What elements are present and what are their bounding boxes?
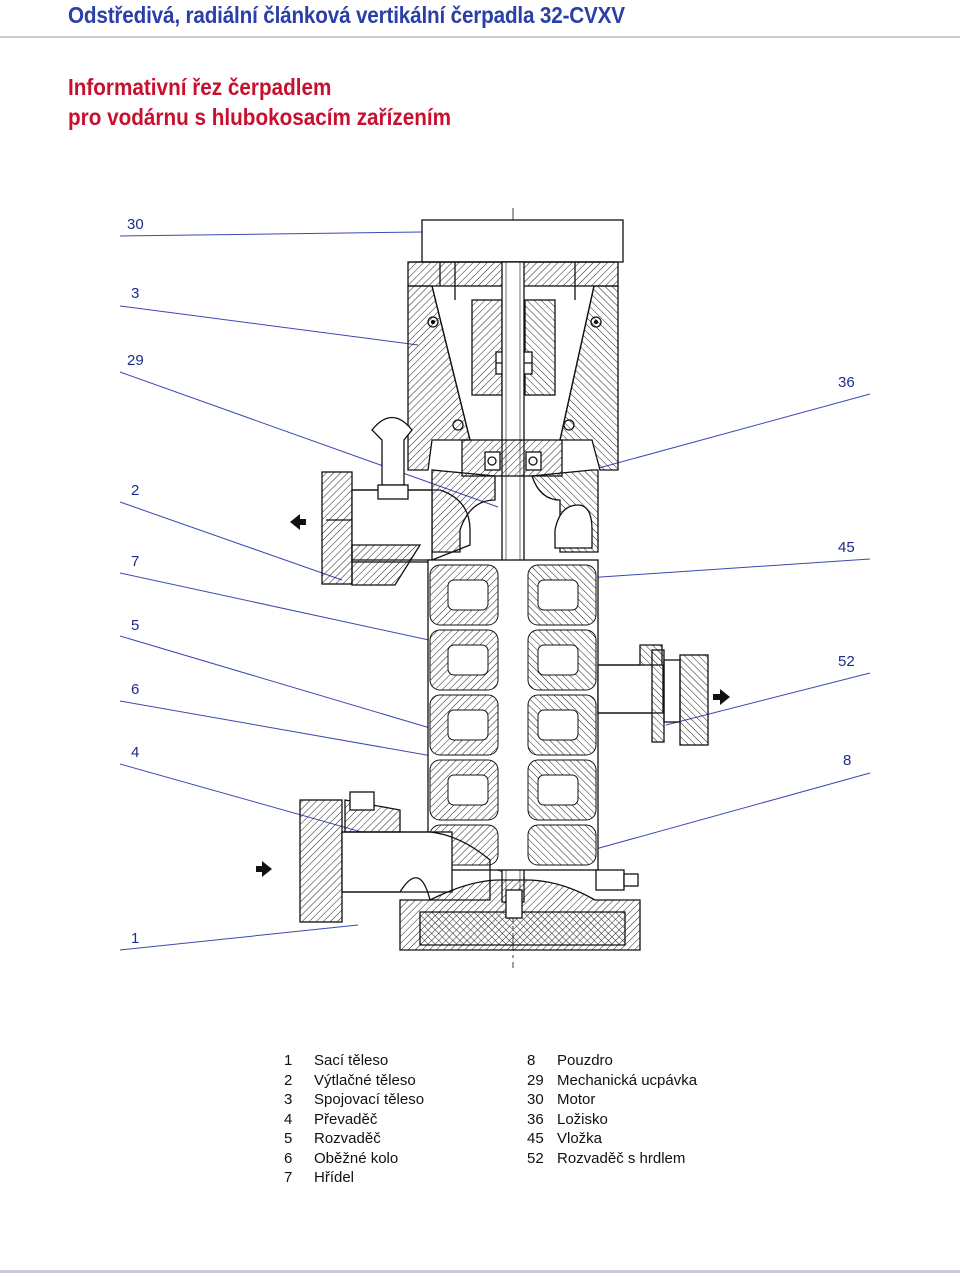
legend-number: 36 [527,1110,544,1128]
title-divider [0,36,960,38]
legend-column-2: 8 Pouzdro 29 Mechanická ucpávka 30 Motor 36… [527,1051,697,1168]
legend-label: Sací těleso [314,1052,389,1069]
legend-label: Hřídel [314,1169,355,1186]
callout-36: 36 [838,374,855,391]
section-heading: Informativní řez čerpadlem pro vodárnu s… [68,72,451,132]
legend-label: Pouzdro [557,1052,613,1069]
legend-number: 7 [284,1169,293,1186]
legend-item: 6 Oběžné kolo [284,1149,424,1169]
callout-5: 5 [131,617,140,634]
legend-item: 29 Mechanická ucpávka [527,1071,697,1091]
callout-29: 29 [127,352,144,369]
callout-1: 1 [131,930,140,947]
legend-label: Vložka [557,1130,603,1147]
legend-item: 2 Výtlačné těleso [284,1071,424,1091]
legend-label: Převaděč [314,1110,378,1128]
callout-7: 7 [131,553,140,570]
legend-item: 36 Ložisko [527,1110,697,1130]
legend-number: 29 [527,1071,544,1089]
legend-item: 5 Rozvaděč [284,1129,424,1149]
legend-item: 7 Hřídel [284,1168,424,1188]
legend-label: Rozvaděč s hrdlem [557,1149,686,1167]
legend-item: 4 Převaděč [284,1110,424,1130]
callout-leader-lines [119,208,871,968]
legend-label: Rozvaděč [314,1130,381,1147]
callout-52: 52 [838,653,855,670]
legend-number: 45 [527,1130,544,1147]
callout-8: 8 [843,752,852,769]
legend-item: 30 Motor [527,1090,697,1110]
callout-3: 3 [131,285,140,302]
legend-number: 30 [527,1091,544,1108]
legend-column-1: 1 Sací těleso 2 Výtlačné těleso 3 Spojovací… [284,1051,424,1188]
footer-divider [0,1270,960,1273]
legend-item: 8 Pouzdro [527,1051,697,1071]
legend-item: 3 Spojovací těleso [284,1090,424,1110]
legend-label: Mechanická ucpávka [557,1071,698,1089]
legend-label: Výtlačné těleso [314,1071,416,1089]
legend-label: Spojovací těleso [314,1091,425,1108]
callout-4: 4 [131,744,140,761]
legend-number: 1 [284,1052,293,1069]
legend-number: 6 [284,1149,293,1167]
callout-45: 45 [838,539,855,556]
callout-30: 30 [127,216,144,233]
legend-item: 45 Vložka [527,1129,697,1149]
legend-label: Ložisko [557,1110,608,1128]
callout-2: 2 [131,482,140,499]
page-title: Odstředivá, radiální článková vertikální… [68,2,625,28]
callout-6: 6 [131,681,140,698]
legend-number: 4 [284,1110,293,1128]
legend-item: 1 Sací těleso [284,1051,424,1071]
legend-number: 5 [284,1130,293,1147]
section-heading-line-1: Informativní řez čerpadlem [68,74,332,100]
legend-number: 8 [527,1052,536,1069]
legend-number: 52 [527,1149,544,1167]
pump-cross-section [256,208,730,968]
section-heading-line-2: pro vodárnu s hlubokosacím zařízením [68,104,452,130]
legend-label: Oběžné kolo [314,1149,399,1167]
legend-number: 3 [284,1091,293,1108]
legend-label: Motor [557,1091,596,1108]
legend-item: 52 Rozvaděč s hrdlem [527,1149,697,1169]
legend-number: 2 [284,1071,293,1089]
